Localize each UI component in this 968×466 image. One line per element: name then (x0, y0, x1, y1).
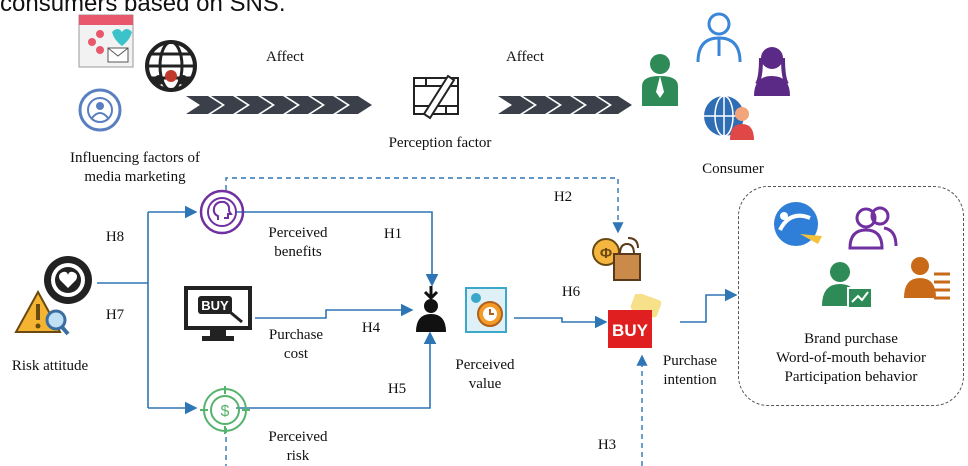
manager-blue-icon (692, 10, 746, 69)
h6-line (514, 315, 608, 329)
h4-line (255, 303, 414, 319)
buy-sign-icon: BUY (604, 292, 674, 359)
perceived-value-label: Perceived value (455, 357, 515, 392)
hypothesis-h1-label: H1 (383, 226, 403, 242)
risk-attitude-label: Risk attitude (11, 358, 89, 374)
businesswoman-purple-icon (752, 44, 792, 101)
intention-to-outcome-line (680, 288, 738, 323)
social-media-window-icon (78, 14, 134, 73)
mind-benefit-icon (198, 188, 246, 241)
chevrons-affect-2 (498, 96, 632, 114)
hypothesis-h8-label: H8 (105, 229, 125, 245)
perceived-risk-label: Perceived risk (268, 429, 328, 464)
shopping-bag-coin-icon: Φ (590, 234, 644, 289)
h1-line (236, 211, 439, 287)
perceived-benefits-label: Perceived benefits (268, 225, 328, 260)
influencing-factors-label: Influencing factors of media marketing (70, 150, 200, 185)
buy-screen-text: BUY (201, 298, 229, 313)
participation-label: Participation behavior (784, 369, 918, 385)
user-growth-chart-icon (820, 260, 874, 315)
user-document-icon (904, 254, 952, 305)
figure-caption-fragment: consumers based on SNS. (0, 0, 286, 17)
global-network-people-icon (143, 40, 199, 99)
hypothesis-h6-label: H6 (561, 284, 581, 300)
hypothesis-h4-label: H4 (361, 320, 381, 336)
purchase-cost-label: Purchase cost (268, 327, 324, 362)
group-users-icon (846, 206, 898, 255)
hypothesis-h7-label: H7 (105, 307, 125, 323)
hypothesis-h5-label: H5 (387, 381, 407, 397)
heart-shield-icon (42, 254, 94, 311)
purchase-intention-label: Purchase intention (662, 353, 718, 388)
consumer-label: Consumer (702, 161, 764, 177)
behavior-outcomes-box (738, 186, 964, 406)
hypothesis-h2-label: H2 (553, 189, 573, 205)
affect-label-2: Affect (505, 49, 545, 65)
buy-monitor-icon: BUY (184, 286, 254, 349)
value-clock-icon (462, 286, 514, 341)
money-target-icon: $ (200, 386, 250, 439)
perception-factor-label: Perception factor (388, 135, 492, 151)
global-consumer-icon (702, 92, 756, 147)
businessman-green-icon (640, 52, 680, 113)
film-editing-icon (412, 72, 460, 125)
chevrons-affect-1 (186, 96, 372, 114)
svg-text:$: $ (221, 403, 230, 420)
h5-line (236, 331, 437, 409)
network-person-icon (76, 86, 124, 139)
warning-search-icon (14, 289, 70, 343)
brand-purchase-label: Brand purchase (804, 331, 898, 347)
svg-text:Φ: Φ (600, 245, 612, 262)
brand-map-icon (770, 200, 826, 255)
person-center-icon (414, 286, 448, 339)
hypothesis-h3-label: H3 (597, 437, 617, 453)
affect-label-1: Affect (265, 49, 305, 65)
outcome-list: Brand purchase Word-of-mouth behavior Pa… (738, 330, 964, 387)
buy-sign-text: BUY (612, 321, 649, 340)
word-of-mouth-label: Word-of-mouth behavior (776, 350, 926, 366)
h2-dashed-line (225, 177, 624, 234)
